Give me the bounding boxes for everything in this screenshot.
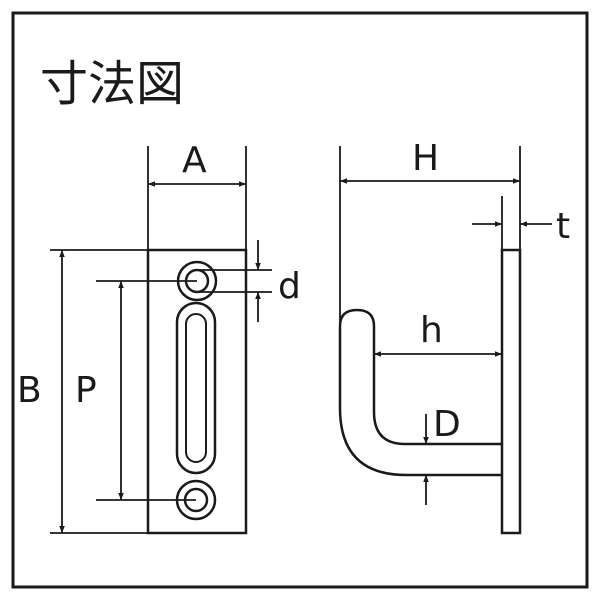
dimension-H — [339, 146, 521, 326]
dimension-B — [50, 249, 148, 534]
label-B: B — [17, 370, 42, 411]
label-H: H — [412, 138, 439, 179]
side-view — [338, 248, 522, 535]
page-title: 寸法図 — [40, 56, 184, 112]
dimension-d — [197, 240, 272, 322]
middle-slot-inner — [185, 313, 207, 463]
dimension-t — [472, 196, 552, 250]
label-P: P — [75, 370, 97, 411]
label-h: h — [420, 310, 443, 351]
label-t: t — [556, 206, 570, 247]
label-A: A — [182, 140, 207, 181]
side-plate — [500, 248, 522, 535]
label-D: D — [433, 404, 461, 445]
outer-frame — [11, 11, 589, 589]
label-d: d — [278, 266, 301, 307]
plate-outline — [146, 248, 248, 535]
middle-slot-outer — [175, 301, 217, 475]
hook-profile — [338, 308, 502, 477]
dimension-A — [147, 146, 247, 250]
dimension-P — [96, 280, 197, 501]
